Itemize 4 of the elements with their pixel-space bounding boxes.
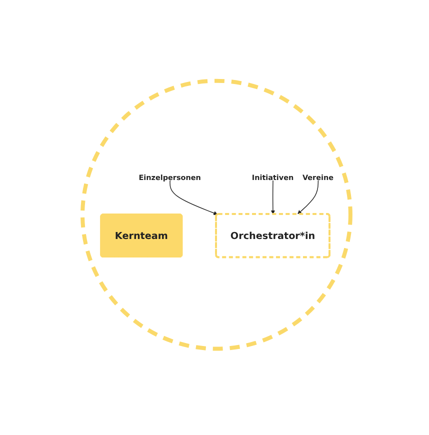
arrow <box>169 180 218 215</box>
arrow <box>296 180 318 214</box>
dashed-circle <box>80 78 352 351</box>
arrow <box>270 180 275 214</box>
